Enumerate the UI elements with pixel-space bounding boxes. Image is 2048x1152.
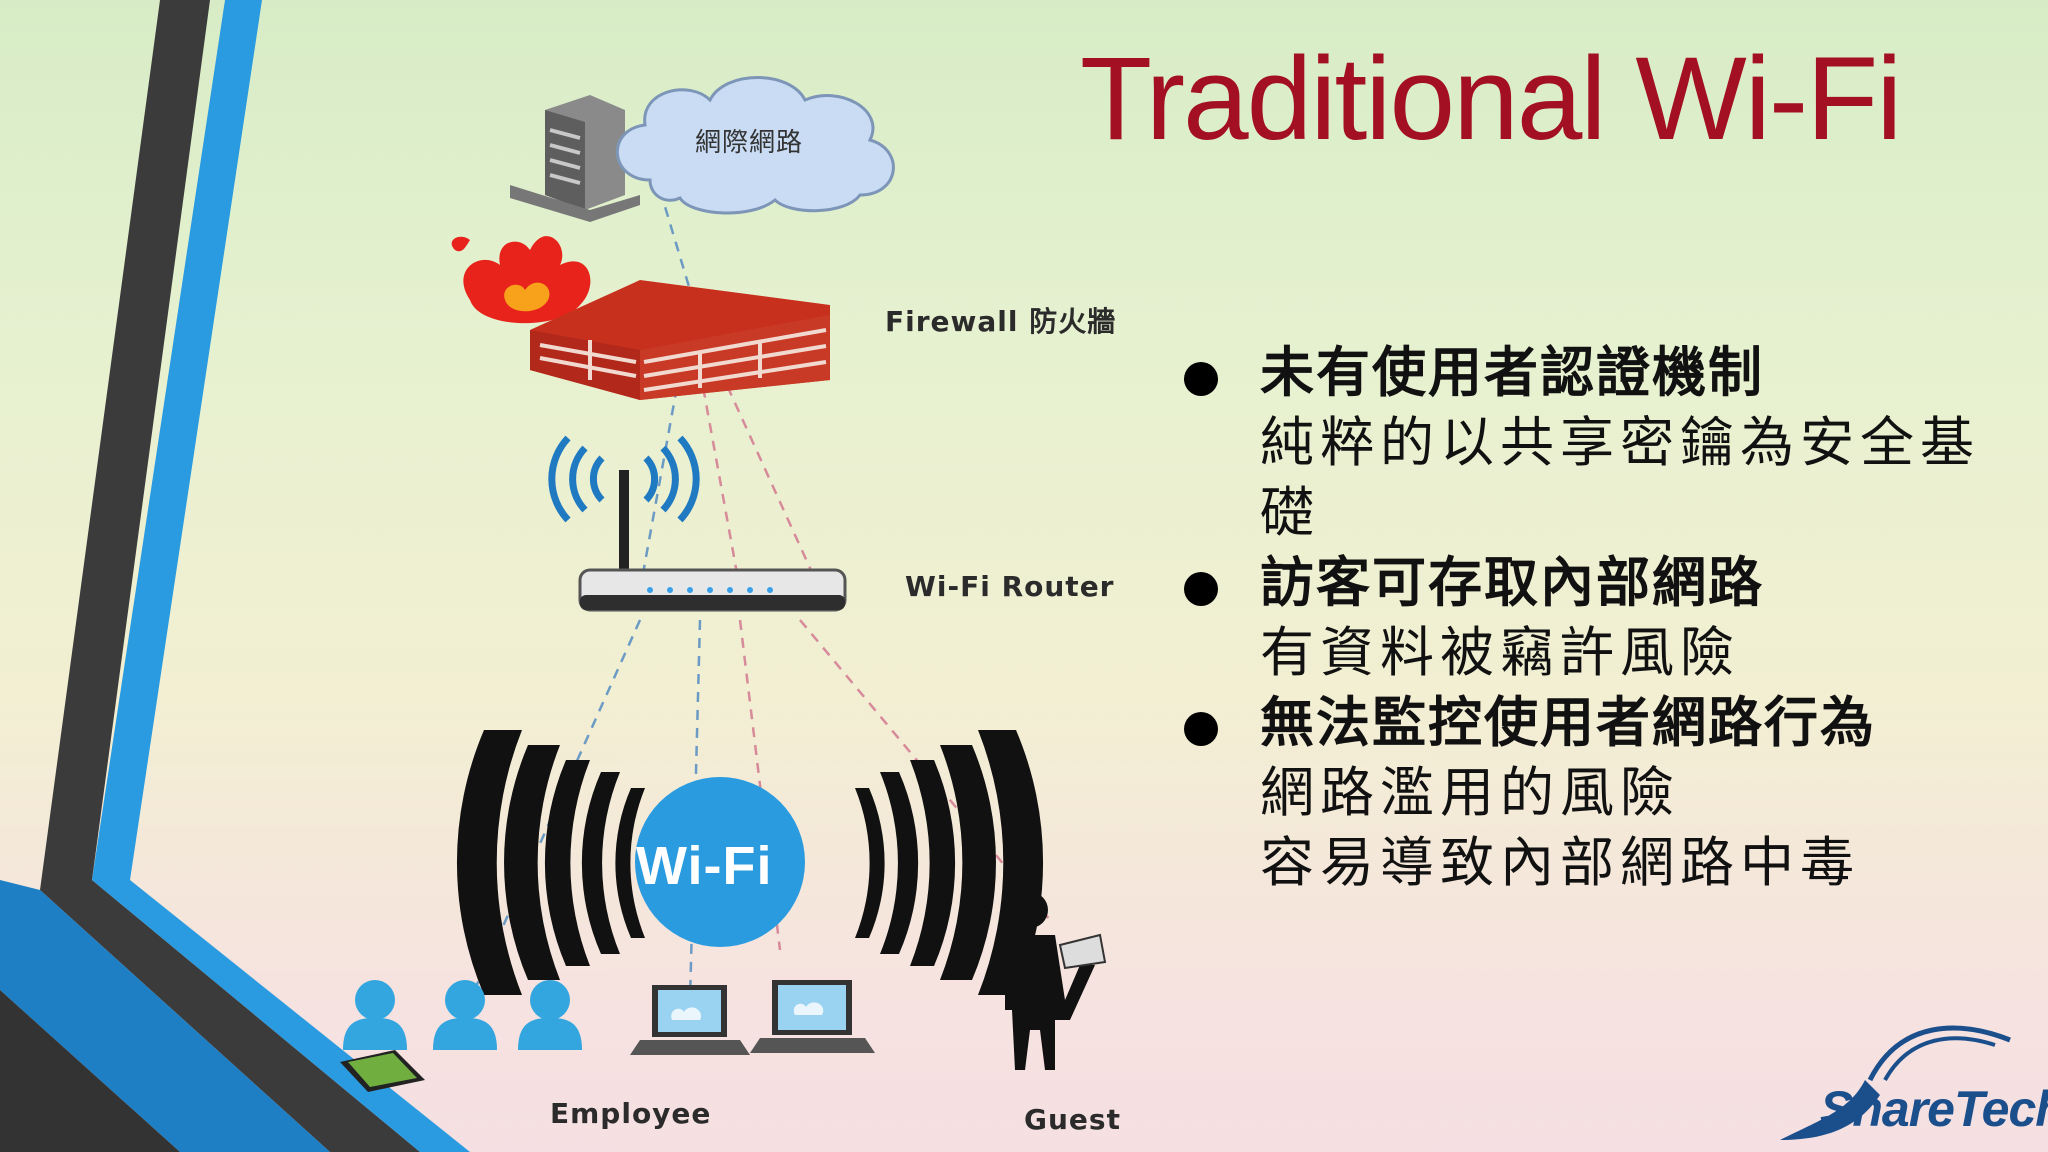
left-stripe-dark — [40, 0, 420, 1152]
tablet-icon — [340, 1050, 425, 1092]
firewall-icon — [451, 236, 830, 400]
bullet-line: 有資料被竊許風險 — [1260, 621, 1740, 684]
bullet-heading: 無法監控使用者網路行為 — [1260, 691, 1876, 754]
guest-label: Guest — [1024, 1103, 1121, 1136]
internet-cloud-icon — [616, 76, 895, 215]
bullet-dot-icon — [1184, 572, 1218, 606]
employee-label: Employee — [550, 1097, 712, 1130]
router-label: Wi-Fi Router — [905, 570, 1115, 603]
internet-cloud-label: 網際網路 — [695, 128, 804, 158]
bullet-item: 訪客可存取內部網路 有資料被竊許風險 — [1180, 548, 2020, 688]
bullet-heading: 訪客可存取內部網路 — [1260, 551, 1764, 614]
firewall-label: Firewall 防火牆 — [885, 305, 1117, 338]
bullet-item: 未有使用者認證機制 純粹的以共享密鑰為安全基 礎 — [1180, 338, 2020, 548]
bullet-heading: 未有使用者認證機制 — [1260, 341, 1764, 404]
bullet-line: 容易導致內部網路中毒 — [1260, 831, 1860, 894]
wifi-badge-label: Wi-Fi — [636, 836, 773, 896]
guest-person-icon — [1005, 892, 1107, 1070]
left-stripe-blue-bottom — [0, 880, 330, 1152]
person-icon — [343, 980, 407, 1050]
sharetech-logo-icon — [1780, 1025, 2011, 1140]
bullet-item: 無法監控使用者網路行為 網路濫用的風險 容易導致內部網路中毒 — [1180, 688, 2020, 898]
bullet-dot-icon — [1184, 712, 1218, 746]
left-stripe-blue — [92, 0, 470, 1152]
wifi-router-icon — [548, 435, 847, 612]
slide-title: Traditional Wi-Fi — [1080, 33, 1903, 165]
employee-person-icons — [343, 980, 582, 1050]
bullet-line: 礎 — [1260, 481, 1320, 544]
wifi-badge-circle — [635, 777, 805, 947]
bullet-list: 未有使用者認證機制 純粹的以共享密鑰為安全基 礎 訪客可存取內部網路 有資料被竊… — [1180, 338, 2020, 898]
laptop-icon — [630, 985, 750, 1055]
person-icon — [433, 980, 497, 1050]
server-building-icon — [510, 95, 640, 222]
bullet-dot-icon — [1184, 362, 1218, 396]
left-stripe-dark-bottom — [0, 990, 180, 1152]
wifi-signal-waves-icon — [456, 730, 1044, 995]
laptop-icon — [750, 980, 875, 1053]
brand-logo-text: ShareTech — [1820, 1081, 2048, 1137]
bullet-line: 純粹的以共享密鑰為安全基 — [1260, 411, 1980, 474]
bullet-line: 網路濫用的風險 — [1260, 761, 1680, 824]
person-icon — [518, 980, 582, 1050]
